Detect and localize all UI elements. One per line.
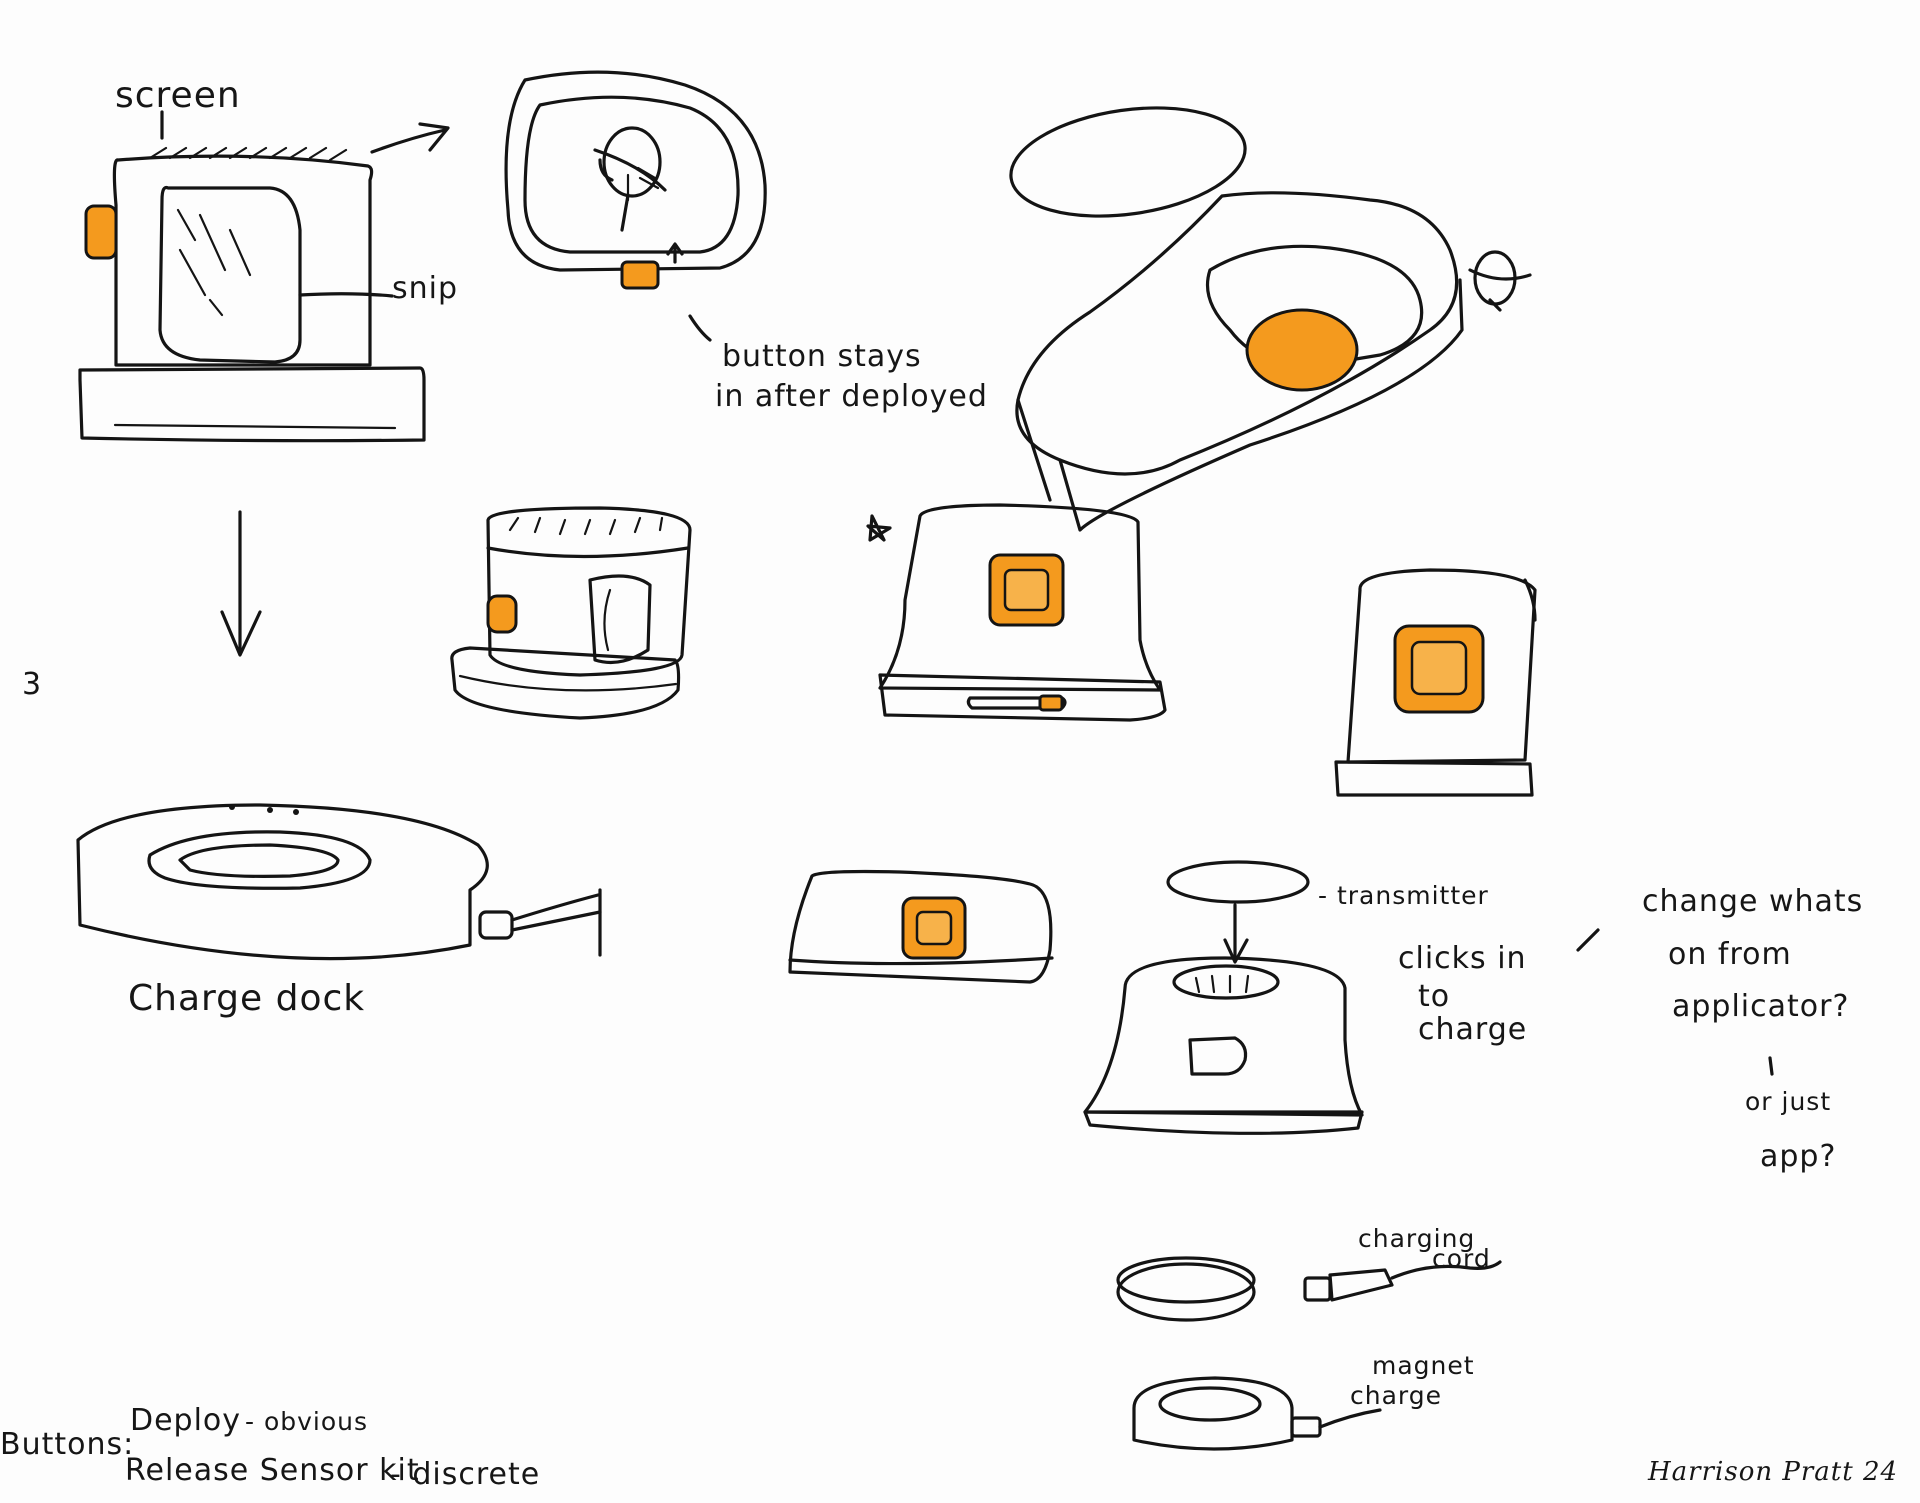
charge-dock-sketch [76, 803, 602, 961]
label-magnet-charge-line2: charge [1350, 1381, 1442, 1410]
side-button-shape [84, 204, 118, 260]
label-snip: snip [392, 271, 459, 306]
page-number-mark: 3 [22, 667, 43, 702]
label-deploy-note: - obvious [245, 1407, 369, 1436]
label-charging-cord-line1: charging [1358, 1224, 1476, 1253]
annotation-dash [1576, 928, 1600, 952]
label-change-whats-line1: change whats [1642, 884, 1864, 919]
label-or-just-line1: or just [1745, 1087, 1832, 1116]
transmitter-base-sketch [1083, 860, 1364, 1135]
device-sketch-starred [866, 503, 1167, 722]
label-screen: screen [115, 75, 241, 116]
device-sketch-round-front [504, 70, 767, 342]
orange-pad-shape [1245, 308, 1359, 392]
label-clicks-in-line1: clicks in [1398, 941, 1527, 976]
label-button-stays-line2: in after deployed [715, 379, 988, 414]
device-sketch-tall [1334, 568, 1537, 797]
device-sketch-cylinder [450, 506, 692, 720]
device-sketch-screen [78, 110, 450, 443]
charging-cord-sketch [1116, 1256, 1502, 1322]
arrow-down-icon [220, 510, 262, 657]
label-clicks-in-line3: charge [1418, 1012, 1528, 1047]
deploy-button-shape [620, 260, 660, 290]
label-charge-dock: Charge dock [128, 978, 366, 1019]
applicator-sketch-top [1009, 106, 1532, 532]
magnet-charge-sketch [1132, 1376, 1382, 1451]
label-change-whats-line3: applicator? [1672, 989, 1850, 1024]
label-release-sensor-kit: Release Sensor kit [125, 1453, 420, 1488]
label-change-whats-line2: on from [1668, 937, 1792, 972]
device-sketch-low [788, 869, 1054, 984]
label-clicks-in-line2: to [1418, 979, 1451, 1014]
signature: Harrison Pratt 24 [1648, 1457, 1899, 1487]
label-charging-cord-line2: cord [1432, 1244, 1491, 1273]
label-release-note: - discrete [390, 1457, 541, 1492]
label-or-just-line2: app? [1760, 1139, 1837, 1174]
label-deploy: Deploy [130, 1403, 242, 1438]
label-button-stays-line1: button stays [722, 339, 922, 374]
annotation-tick [1768, 1056, 1774, 1076]
label-magnet-charge-line1: magnet [1372, 1351, 1475, 1380]
label-transmitter: - transmitter [1318, 881, 1489, 910]
label-buttons-heading: Buttons: [0, 1427, 135, 1462]
